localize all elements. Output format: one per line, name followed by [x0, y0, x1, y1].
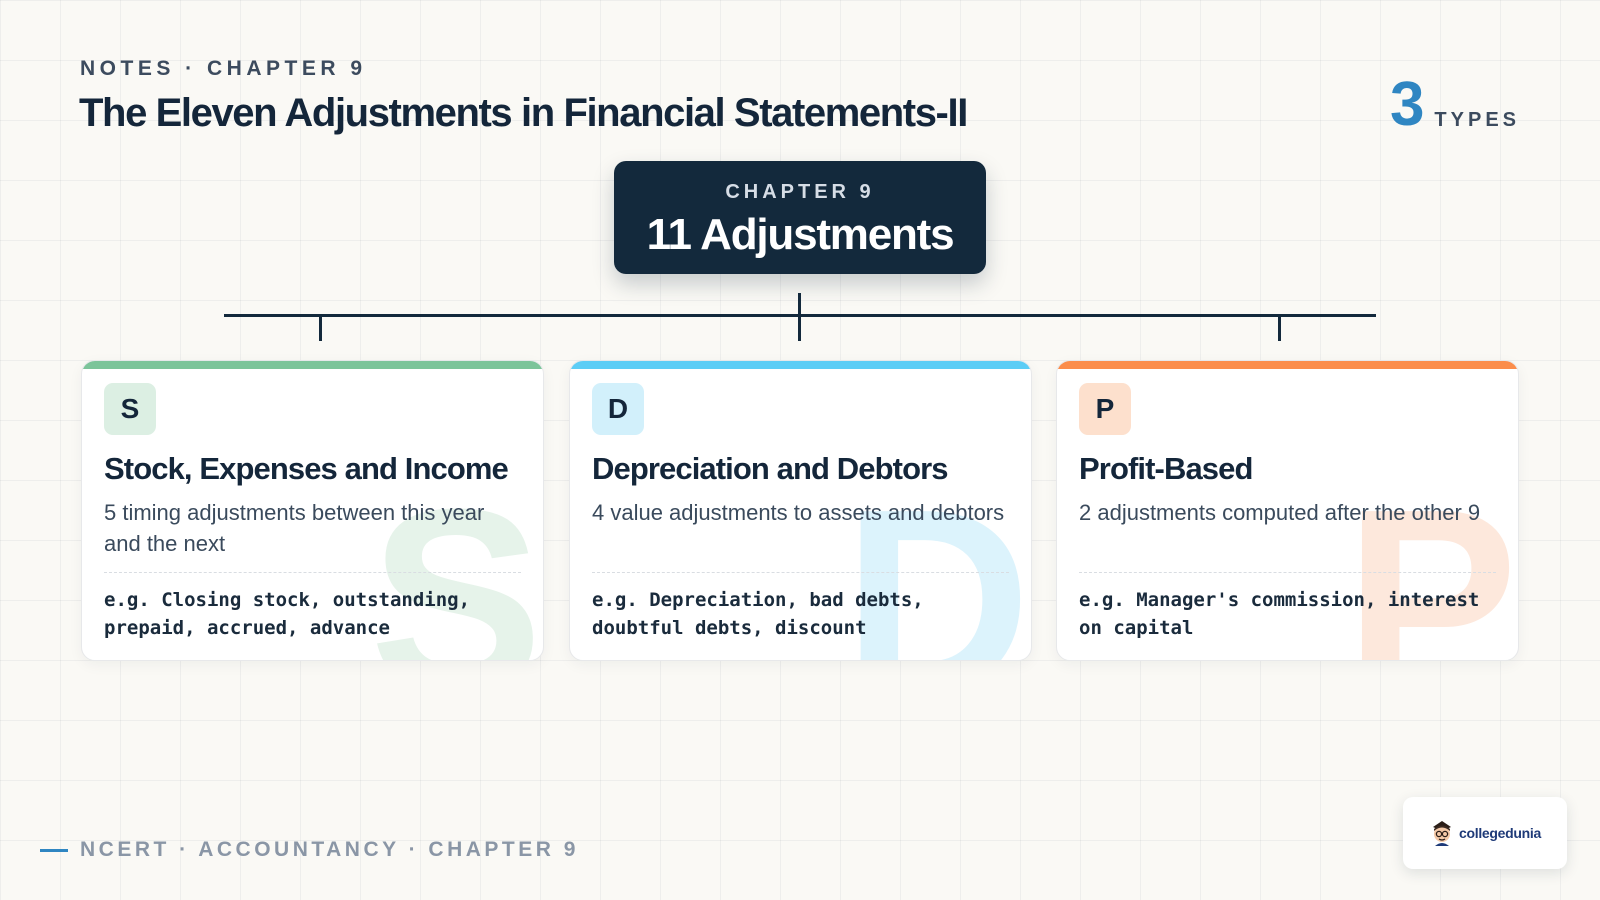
- connector-stem-left: [319, 314, 322, 341]
- connector-stem-center: [798, 293, 801, 341]
- card-description: 4 value adjustments to assets and debtor…: [592, 500, 1005, 525]
- root-eyebrow: CHAPTER 9: [725, 181, 875, 203]
- category-card-depreciation: D D Depreciation and Debtors 4 value adj…: [569, 360, 1032, 661]
- card-divider: [104, 572, 521, 573]
- types-count: 3: [1389, 70, 1425, 139]
- category-card-profit: P P Profit-Based 2 adjustments computed …: [1056, 360, 1519, 661]
- card-badge: S: [104, 383, 156, 435]
- category-card-stock: S S Stock, Expenses and Income 5 timing …: [81, 360, 544, 661]
- card-divider: [1079, 572, 1496, 573]
- types-counter: 3 TYPES: [1389, 70, 1520, 139]
- card-title: Depreciation and Debtors: [592, 451, 949, 486]
- card-title: Profit-Based: [1079, 451, 1253, 486]
- brand-logo[interactable]: collegedunia: [1403, 797, 1567, 869]
- card-example: e.g. Depreciation, bad debts, doubtful d…: [592, 589, 924, 639]
- card-accent-bar: [1057, 361, 1518, 369]
- connector-stem-right: [1278, 314, 1281, 341]
- card-example: e.g. Closing stock, outstanding, prepaid…: [104, 589, 471, 639]
- card-accent-bar: [570, 361, 1031, 369]
- card-divider: [592, 572, 1009, 573]
- card-example: e.g. Manager's commission, interest on c…: [1079, 589, 1480, 639]
- card-badge: P: [1079, 383, 1131, 435]
- brand-logo-text: collegedunia: [1459, 825, 1541, 841]
- footer-accent-line: [40, 848, 68, 852]
- card-badge: D: [592, 383, 644, 435]
- root-node: CHAPTER 9 11 Adjustments: [614, 161, 986, 274]
- card-description: 5 timing adjustments between this year a…: [104, 500, 485, 556]
- header-eyebrow: NOTES · CHAPTER 9: [80, 57, 367, 80]
- card-title: Stock, Expenses and Income: [104, 451, 509, 486]
- card-description: 2 adjustments computed after the other 9: [1079, 500, 1481, 525]
- root-title: 11 Adjustments: [646, 210, 955, 259]
- types-label: TYPES: [1434, 109, 1520, 131]
- card-accent-bar: [82, 361, 543, 369]
- student-mascot-icon: [1433, 821, 1451, 846]
- page-title: The Eleven Adjustments in Financial Stat…: [79, 91, 968, 135]
- footer: NCERT · ACCOUNTANCY · CHAPTER 9: [40, 838, 579, 862]
- footer-text: NCERT · ACCOUNTANCY · CHAPTER 9: [80, 838, 579, 861]
